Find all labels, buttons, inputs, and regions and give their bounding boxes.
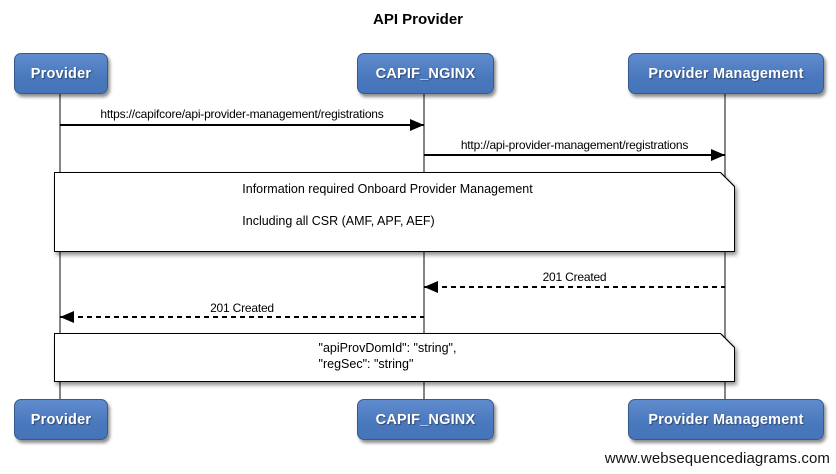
actor-box-provider-top: Provider xyxy=(14,53,108,94)
message-label-3: 201 Created xyxy=(542,270,607,284)
message-line-2 xyxy=(424,154,725,156)
message-label-4: 201 Created xyxy=(210,301,274,315)
note-fold xyxy=(54,333,735,382)
actor-label-provider: Provider xyxy=(30,65,92,82)
actor-box-provider-management-top: Provider Management xyxy=(628,53,824,94)
arrowhead-left-icon xyxy=(60,311,74,323)
note-line: Information required Onboard Provider Ma… xyxy=(242,182,533,196)
message-label-1: https://capifcore/api-provider-managemen… xyxy=(100,107,384,121)
note-line: "regSec": "string" xyxy=(318,357,414,371)
note-line: "apiProvDomId": "string", xyxy=(318,341,457,355)
arrowhead-left-icon xyxy=(424,281,438,293)
actor-box-provider-bottom: Provider xyxy=(14,399,108,440)
actor-label-provider-management: Provider Management xyxy=(648,411,804,428)
message-line-3 xyxy=(424,286,725,288)
note-information-required: Information required Onboard Provider Ma… xyxy=(54,172,735,252)
actor-label-capif-nginx: CAPIF_NGINX xyxy=(375,65,476,82)
watermark: www.websequencediagrams.com xyxy=(604,450,830,467)
actor-label-capif-nginx: CAPIF_NGINX xyxy=(375,411,476,428)
actor-box-capif-nginx-bottom: CAPIF_NGINX xyxy=(357,399,494,440)
note-response-body: "apiProvDomId": "string", "regSec": "str… xyxy=(54,333,735,382)
note-text-block: "apiProvDomId": "string", "regSec": "str… xyxy=(319,340,457,372)
note-line xyxy=(242,197,532,213)
arrowhead-right-icon xyxy=(711,149,725,161)
actor-box-capif-nginx-top: CAPIF_NGINX xyxy=(357,53,494,94)
note-line: Including all CSR (AMF, APF, AEF) xyxy=(242,214,435,228)
message-line-1 xyxy=(60,124,424,126)
diagram-title: API Provider xyxy=(372,11,464,28)
actor-label-provider: Provider xyxy=(30,411,92,428)
note-fold xyxy=(54,172,735,252)
note-text-block: Information required Onboard Provider Ma… xyxy=(242,181,532,229)
arrowhead-right-icon xyxy=(410,119,424,131)
message-line-4 xyxy=(60,316,424,318)
message-label-2: http://api-provider-management/registrat… xyxy=(460,138,689,152)
actor-label-provider-management: Provider Management xyxy=(648,65,804,82)
actor-box-provider-management-bottom: Provider Management xyxy=(628,399,824,440)
